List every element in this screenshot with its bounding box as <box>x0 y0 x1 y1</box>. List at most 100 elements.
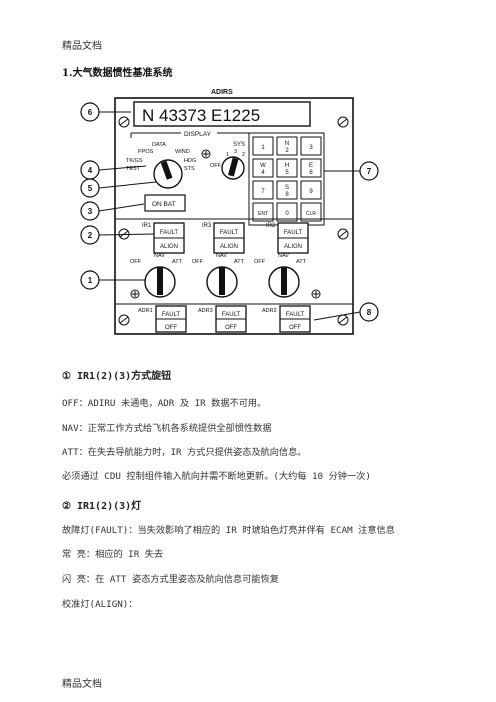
section2-line: 校准灯(ALIGN)： <box>62 599 138 610</box>
fault-light-label: FAULT <box>286 312 305 318</box>
screw-icon <box>130 289 321 299</box>
off-light-label: OFF <box>165 325 177 331</box>
keypad-key[interactable] <box>252 180 274 200</box>
svg-text:3: 3 <box>234 149 237 155</box>
keypad-key-label: 3 <box>309 145 313 151</box>
svg-text:SYS: SYS <box>233 142 245 148</box>
callout-circle <box>80 225 100 245</box>
callout-number: 5 <box>88 184 93 193</box>
keypad-key[interactable] <box>252 136 274 156</box>
adirs-panel-diagram: ADIRS N 43373 E1225 DISPLAY DATA PPOS WI… <box>80 89 379 335</box>
callout-number: 4 <box>88 166 93 175</box>
svg-text:HDG: HDG <box>184 158 196 164</box>
section2-line: 故障灯(FAULT)：当失效影响了相应的 IR 时琥珀色灯亮并伴有 ECAM 注… <box>62 525 395 536</box>
adr-unit-label: ADR3 <box>198 308 213 314</box>
callout-circle <box>80 102 100 122</box>
ir-unit-label: IR3 <box>202 223 212 229</box>
section1-line: OFF：ADIRU 未通电，ADR 及 IR 数据不可用。 <box>62 398 267 409</box>
sys-selector-knob <box>221 156 245 180</box>
ir-unit-label: IR2 <box>266 223 276 229</box>
keypad-key-label: N <box>285 141 289 147</box>
mode-nav-label: NAV <box>154 253 165 259</box>
keypad-key-label: 7 <box>261 189 265 195</box>
position-display <box>133 101 311 127</box>
callout-number: 7 <box>367 167 372 176</box>
section1-heading: ① IR1(2)(3)方式旋钮 <box>62 371 172 382</box>
keypad-key[interactable] <box>300 202 322 222</box>
keypad-key-label: S <box>285 185 289 191</box>
keypad-key[interactable] <box>276 202 298 222</box>
keypad-key-label: 9 <box>309 189 313 195</box>
svg-text:DISPLAY: DISPLAY <box>184 131 212 138</box>
callout-number: 6 <box>88 108 93 117</box>
section2-line: 闪 亮：在 ATT 姿态方式里姿态及航向信息可能恢复 <box>62 574 279 585</box>
ir-mode-knob[interactable] <box>268 266 300 298</box>
callout-circle <box>80 178 100 198</box>
keypad-key[interactable] <box>300 136 322 156</box>
page-footer: 精品文档 <box>62 679 102 690</box>
page-header: 精品文档 <box>62 41 102 52</box>
keypad-key-label: 6 <box>309 170 313 176</box>
keypad-key-label: 0 <box>285 211 289 217</box>
keypad-key[interactable] <box>276 180 298 200</box>
display-selector-knob <box>153 159 183 189</box>
keypad-key-label: CLR <box>306 211 316 217</box>
svg-text:2: 2 <box>242 152 245 158</box>
mode-off-label: OFF <box>254 259 266 265</box>
mode-nav-label: NAV <box>216 253 227 259</box>
fault-light-label: FAULT <box>220 230 239 236</box>
mode-att-label: ATT <box>296 259 307 265</box>
callout-number: 8 <box>367 308 372 317</box>
keypad-key-label: 5 <box>285 170 289 176</box>
on-bat-light <box>144 194 186 212</box>
align-light-label: ALIGN <box>160 244 178 250</box>
display-readout: N 43373 E1225 <box>142 106 260 125</box>
off-light-label: OFF <box>289 325 301 331</box>
mode-off-label: OFF <box>192 259 204 265</box>
svg-text:WIND: WIND <box>175 149 190 155</box>
fault-light-label: FAULT <box>222 312 241 318</box>
svg-text:STS: STS <box>184 166 195 172</box>
section1-line: ATT：在失去导航能力时，IR 方式只提供姿态及航向信息。 <box>62 447 307 458</box>
mode-nav-label: NAV <box>278 253 289 259</box>
fault-light-label: FAULT <box>162 312 181 318</box>
ir-mode-knob[interactable] <box>206 266 238 298</box>
keypad-key-label: W <box>260 163 266 169</box>
adr-unit-label: ADR1 <box>138 308 153 314</box>
keypad-key-label: 1 <box>261 145 265 151</box>
mode-att-label: ATT <box>172 259 183 265</box>
keypad-key[interactable] <box>252 158 274 178</box>
callout-number: 1 <box>88 276 93 285</box>
ir-unit-label: IR1 <box>142 223 152 229</box>
screw-icon <box>201 149 211 159</box>
section2-heading: ② IR1(2)(3)灯 <box>62 501 142 512</box>
keypad-key-label: H <box>285 163 289 169</box>
keypad-key[interactable] <box>300 180 322 200</box>
fault-light-label: FAULT <box>160 230 179 236</box>
fault-light-label: FAULT <box>284 230 303 236</box>
keypad-key[interactable] <box>276 136 298 156</box>
svg-text:TEST: TEST <box>126 166 141 172</box>
svg-text:OFF: OFF <box>210 163 222 169</box>
callout-circle <box>359 161 379 181</box>
section1-line: 必须通过 CDU 控制组件输入航向并需不断地更新。(大约每 10 分钟一次) <box>62 471 371 482</box>
callout-number: 3 <box>88 207 93 216</box>
keypad-key[interactable] <box>300 158 322 178</box>
section2-line: 常 亮：相应的 IR 失去 <box>62 549 164 560</box>
adirs-label: ADIRS <box>211 89 233 96</box>
mode-att-label: ATT <box>234 259 245 265</box>
keypad-key-label: 2 <box>285 148 289 154</box>
align-light-label: ALIGN <box>220 244 238 250</box>
callout-number: 2 <box>88 231 93 240</box>
section1-line: NAV：正常工作方式给飞机各系统提供全部惯性数据 <box>62 423 272 434</box>
keypad-key-label: E <box>309 163 313 169</box>
keypad-key[interactable] <box>276 158 298 178</box>
ir-mode-knob[interactable] <box>144 266 176 298</box>
page-title: 1.大气数据惯性基准系统 <box>62 68 173 79</box>
callout-circle <box>80 270 100 290</box>
svg-text:1: 1 <box>226 152 229 158</box>
svg-text:TK/GS: TK/GS <box>126 158 143 164</box>
callout-circle <box>80 201 100 221</box>
svg-text:ON BAT: ON BAT <box>152 201 176 208</box>
keypad-key[interactable] <box>252 202 274 222</box>
